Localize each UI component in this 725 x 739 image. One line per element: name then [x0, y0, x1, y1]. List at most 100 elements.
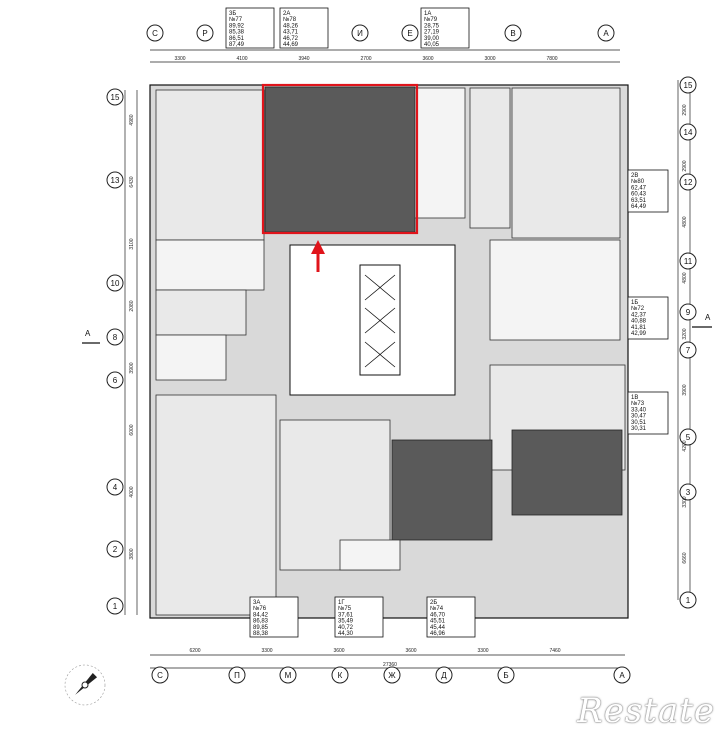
- apartment-tag-line: 86,83: [253, 619, 269, 625]
- apartment-tag-line: 63,51: [631, 198, 647, 204]
- apartment-tag-line: 41,81: [631, 325, 647, 331]
- apartment-tag-line: 46,70: [430, 612, 446, 618]
- axis-top: С: [146, 24, 164, 42]
- axis-left-label: 15: [111, 93, 120, 102]
- axis-right-label: 12: [684, 178, 693, 187]
- axis-bottom-label: Б: [503, 671, 508, 680]
- axis-right: 15: [679, 76, 697, 94]
- apartment-tag-line: 30,47: [631, 414, 647, 420]
- apartment-tag-line: 40,05: [424, 42, 440, 48]
- apartment-tag-line: №75: [338, 605, 352, 612]
- axis-top: И: [351, 24, 369, 42]
- dim-left: 6430: [129, 176, 135, 187]
- apartment-tag-line: 35,49: [338, 619, 354, 625]
- axis-bottom: А: [613, 666, 631, 684]
- dim-top: 3600: [422, 56, 433, 62]
- stair-left: [155, 334, 227, 381]
- axis-top-label: И: [357, 29, 363, 38]
- apartment-tag-line: 3Б: [229, 11, 236, 17]
- axis-right: 11: [679, 252, 697, 270]
- dim-right: 4200: [682, 440, 688, 451]
- axis-left: 8: [106, 328, 124, 346]
- apartment-tag-line: №80: [631, 178, 645, 185]
- axis-top: А: [597, 24, 615, 42]
- apartment-tag-line: 2В: [631, 173, 638, 179]
- axis-bottom: Ж: [383, 666, 401, 684]
- building: [149, 84, 629, 619]
- axis-left: 1: [106, 597, 124, 615]
- axis-left: 10: [106, 274, 124, 292]
- apartment-tag-line: 48,26: [283, 23, 299, 29]
- apartment-tag-line: 45,44: [430, 625, 446, 631]
- apartment-2b: [391, 439, 493, 541]
- apartment-tag-line: 1Г: [338, 600, 345, 606]
- dim-right: 2900: [682, 104, 688, 115]
- axis-left-label: 8: [113, 333, 118, 342]
- axis-left: 15: [106, 88, 124, 106]
- axis-right: 9: [679, 303, 697, 321]
- apartment-tag-line: 2Б: [430, 600, 437, 606]
- axis-bottom-label: Ж: [388, 671, 396, 680]
- dim-left: 6000: [129, 424, 135, 435]
- axis-top-label: А: [603, 29, 609, 38]
- axis-bottom: С: [151, 666, 169, 684]
- axis-markers: СРНЛИЕВАСПМКЖДБА151310864211514121197531: [106, 24, 697, 684]
- apartment-tag-line: 84,42: [253, 612, 269, 618]
- apartment-tag-line: 46,72: [283, 36, 299, 42]
- apartment-tag-line: 42,37: [631, 312, 647, 318]
- dim-right: 2900: [682, 160, 688, 171]
- compass-icon: [64, 664, 106, 706]
- axis-bottom-label: М: [285, 671, 292, 680]
- dim-left: 3100: [129, 238, 135, 249]
- axis-left: 4: [106, 478, 124, 496]
- dim-right: 3300: [682, 496, 688, 507]
- apartment-tag-line: 39,00: [424, 36, 440, 42]
- axis-left-label: 1: [113, 602, 118, 611]
- axis-left: 6: [106, 371, 124, 389]
- apartment-tag-line: 30,51: [631, 420, 647, 426]
- apartment-tag-line: 37,61: [338, 612, 354, 618]
- axis-right-label: 14: [684, 128, 693, 137]
- dim-right: 3900: [682, 384, 688, 395]
- axis-right-label: 5: [686, 433, 691, 442]
- apartment-tag-line: 64,49: [631, 204, 647, 210]
- axis-bottom-label: С: [157, 671, 163, 680]
- axis-right: 12: [679, 173, 697, 191]
- watermark: Restate: [577, 691, 715, 731]
- apartment-1b: [489, 239, 621, 341]
- dim-top: 2700: [360, 56, 371, 62]
- apartment-tag-line: №78: [283, 16, 297, 23]
- apartment-tag-line: №76: [253, 605, 267, 612]
- apartment-tag-line: №79: [424, 16, 438, 23]
- section-mark-left: А: [85, 329, 91, 338]
- axis-right: 3: [679, 483, 697, 501]
- highlight-marker: [261, 83, 419, 272]
- apartment-tag-line: 87,49: [229, 42, 245, 48]
- axis-left-label: 13: [111, 176, 120, 185]
- axis-bottom: К: [331, 666, 349, 684]
- apartment-2a-highlight: [264, 86, 416, 233]
- apartment-tag-line: 1В: [631, 395, 638, 401]
- apartment-3b: [155, 89, 265, 241]
- axis-left: 2: [106, 540, 124, 558]
- axis-top-label: В: [510, 29, 515, 38]
- axis-right-label: 7: [686, 346, 691, 355]
- apartment-tag-line: 46,96: [430, 631, 446, 637]
- apartment-tag-line: №72: [631, 305, 645, 312]
- dim-top: 3000: [484, 56, 495, 62]
- apartment-tag-line: 40,88: [631, 319, 647, 325]
- dim-top: 7800: [546, 56, 557, 62]
- axis-top-label: Е: [407, 29, 412, 38]
- dim-left: 2080: [129, 300, 135, 311]
- section-mark-right: А: [705, 313, 711, 322]
- apartment-tag-line: 89,85: [253, 625, 269, 631]
- apartment-tag-line: 40,72: [338, 625, 354, 631]
- apartment-tag-line: 86,51: [229, 36, 245, 42]
- dim-top: 4100: [236, 56, 247, 62]
- apartment-tag-line: 3А: [253, 600, 260, 606]
